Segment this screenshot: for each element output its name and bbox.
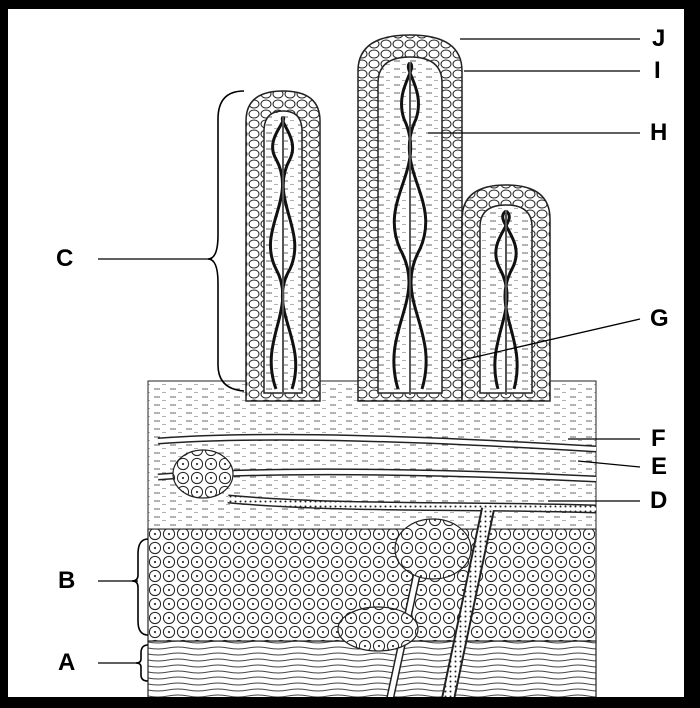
- label-h: H: [650, 121, 667, 145]
- label-e: E: [651, 455, 667, 479]
- label-i: I: [654, 59, 661, 83]
- diagram-frame: J I H G F E D C B A: [5, 6, 687, 700]
- label-g: G: [650, 307, 669, 331]
- label-d: D: [650, 489, 667, 513]
- label-j: J: [652, 27, 665, 51]
- label-c: C: [56, 247, 73, 271]
- label-f: F: [651, 427, 666, 451]
- brace-b: [132, 539, 148, 635]
- label-b: B: [58, 569, 75, 593]
- intestinal-villi-diagram: [8, 9, 687, 700]
- brace-a: [136, 645, 148, 681]
- brace-c: [208, 91, 244, 391]
- label-a: A: [58, 651, 75, 675]
